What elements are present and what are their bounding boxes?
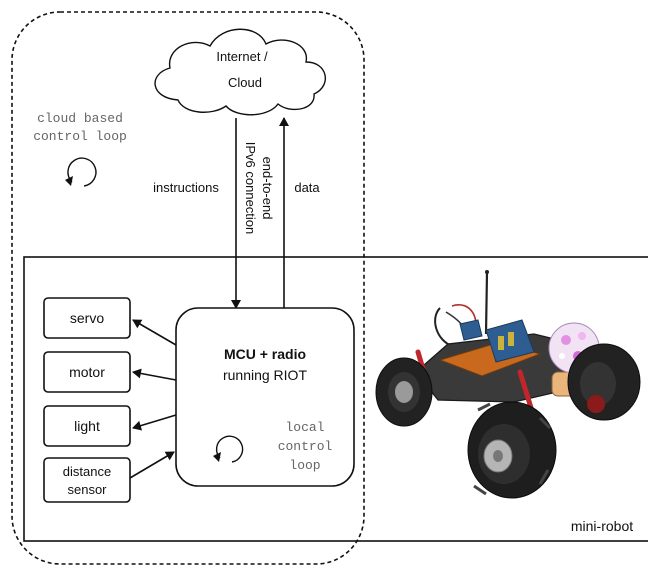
distance-sensor-label-line1: distance [63,464,111,479]
instructions-label: instructions [153,180,219,195]
mini-robot-label: mini-robot [571,518,633,534]
data-label: data [294,180,320,195]
motor-label: motor [69,364,105,380]
motor-box: motor [43,351,131,393]
light-label: light [74,418,100,434]
local-loop-label-line3: loop [289,458,320,473]
cloud-loop-label-line1: cloud based [37,111,123,126]
cloud-label-line2: Cloud [228,75,262,90]
light-box: light [43,405,131,447]
cloud-loop-boundary [11,11,365,565]
distance-sensor-label-line2: sensor [67,482,107,497]
connection-label-line2: IPv6 connection [243,142,258,235]
mcu-subtitle: running RIOT [223,367,307,383]
cloud-loop-label-line2: control loop [33,129,127,144]
mini-robot-boundary [23,256,648,542]
mcu-box [175,307,355,487]
connection-label-line1: end-to-end [260,157,275,220]
motor-arrow [132,368,177,381]
servo-arrow [132,319,177,346]
cloud-label-line1: Internet / [216,49,268,64]
internet-cloud: Internet / Cloud [154,28,327,116]
distance-sensor-box: distance sensor [43,457,131,503]
cloud-loop-icon [65,157,97,187]
servo-label: servo [70,310,104,326]
servo-box: servo [43,297,131,339]
distance-sensor-arrow [129,451,175,479]
light-arrow [132,414,177,431]
local-loop-label-line1: local [285,420,324,435]
local-loop-label-line2: control [278,439,333,454]
mcu-title: MCU + radio [224,346,306,362]
local-loop-icon [213,435,244,463]
robot-photo [375,270,641,499]
